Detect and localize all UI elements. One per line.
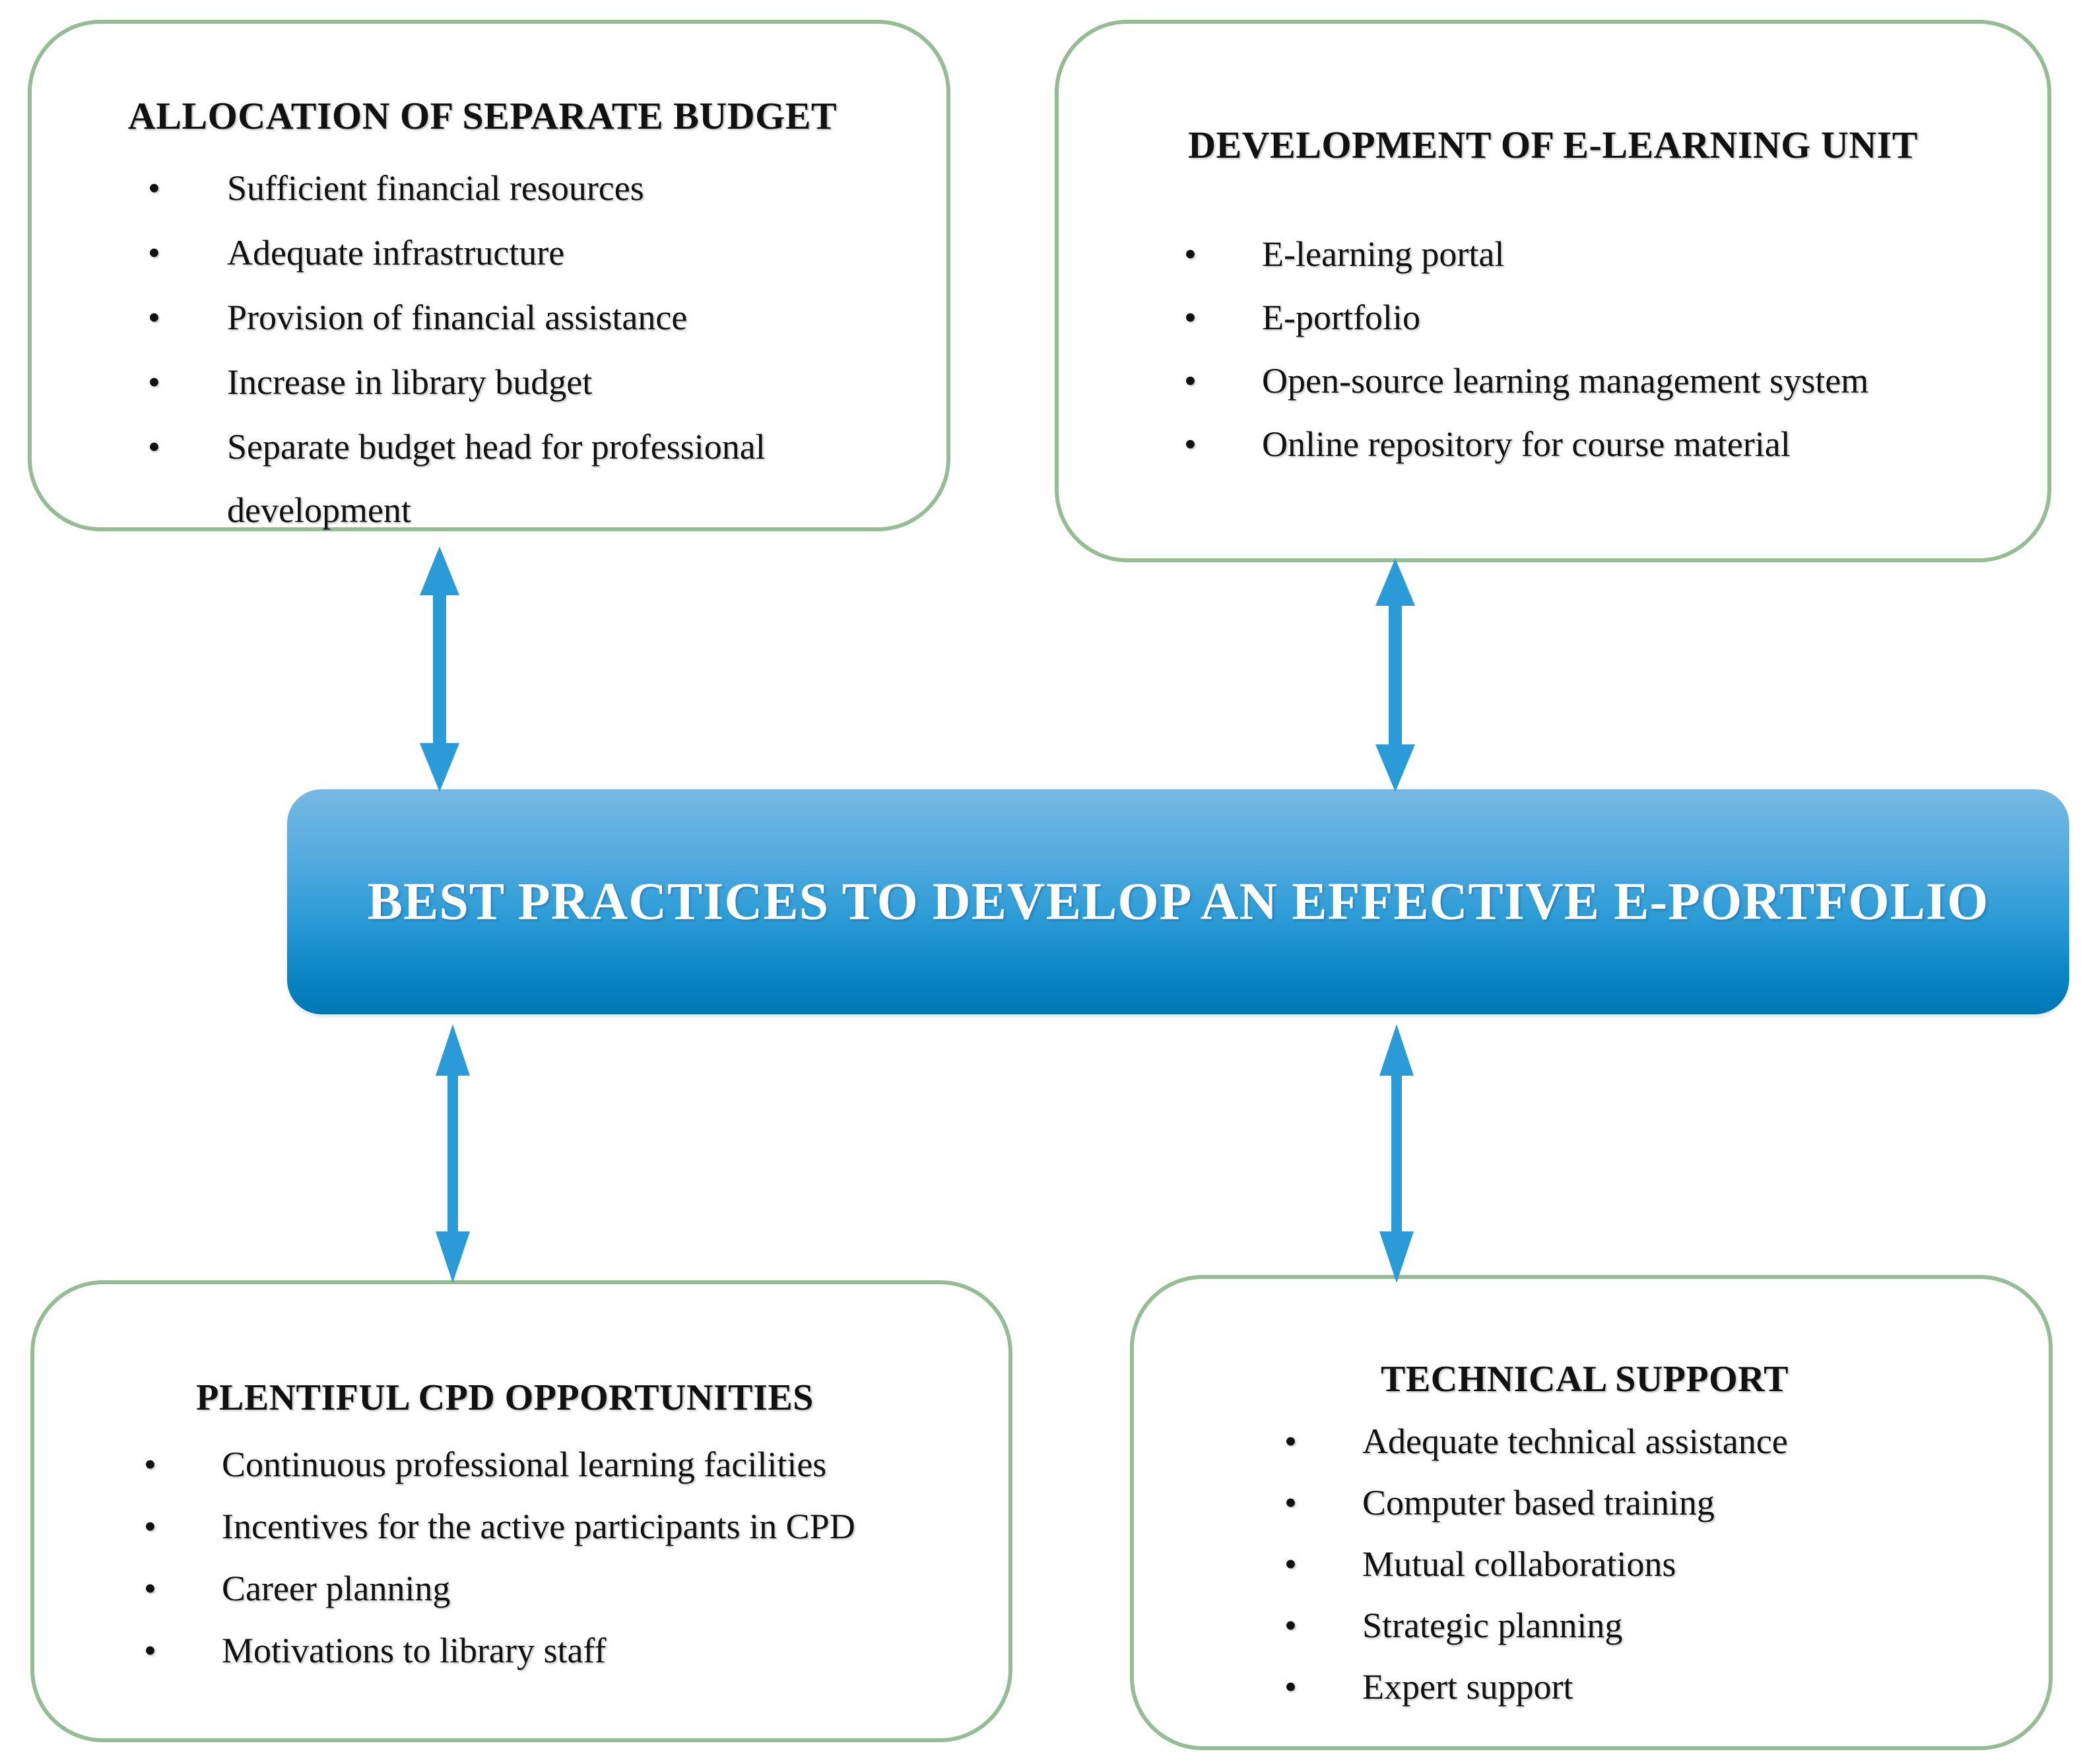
box-plentiful-cpd-opportunities: PLENTIFUL CPD OPPORTUNITIES • Continuous… — [30, 1280, 1012, 1742]
list-item: • Continuous professional learning facil… — [144, 1433, 989, 1495]
bullet-icon: • — [148, 233, 160, 273]
bullet-icon: • — [1284, 1421, 1297, 1461]
bullet-icon: • — [144, 1507, 156, 1546]
double-arrow-icon-elearning-to-center — [1375, 558, 1415, 792]
box-title-allocation-of-separate-budget: ALLOCATION OF SEPARATE BUDGET — [127, 94, 838, 137]
list-item: • Incentives for the active participants… — [144, 1495, 989, 1557]
list-item: • E-portfolio — [1184, 286, 2016, 349]
list-item-label: Career planning — [222, 1569, 451, 1608]
box-title-plentiful-cpd-opportunities: PLENTIFUL CPD OPPORTUNITIES — [196, 1377, 814, 1418]
list-item: • Online repository for course material — [1184, 412, 2016, 476]
bullet-icon: • — [1284, 1544, 1297, 1584]
list-item-label: Continuous professional learning facilit… — [222, 1445, 827, 1484]
double-arrow-icon-center-to-cpd — [436, 1024, 470, 1283]
bullet-icon: • — [1184, 298, 1197, 337]
bullet-list-plentiful-cpd-opportunities: • Continuous professional learning facil… — [144, 1433, 989, 1682]
list-item: • Strategic planning — [1284, 1595, 2010, 1656]
bullet-icon: • — [1184, 361, 1197, 401]
bullet-icon: • — [148, 362, 160, 402]
list-item: • Computer based training — [1284, 1472, 2010, 1534]
list-item-label: Mutual collaborations — [1362, 1544, 1676, 1584]
box-development-of-e-learning-unit: DEVELOPMENT OF E-LEARNING UNIT • E-learn… — [1055, 20, 2051, 562]
list-item: • Mutual collaborations — [1284, 1534, 2010, 1595]
list-item: • Open-source learning management system — [1184, 349, 2016, 412]
list-item-label: Strategic planning — [1362, 1606, 1623, 1645]
center-banner: BEST PRACTICES TO DEVELOP AN EFFECTIVE E… — [287, 789, 2069, 1014]
bullet-icon: • — [144, 1445, 156, 1484]
list-item: • Adequate infrastructure — [148, 221, 900, 284]
center-banner-title: BEST PRACTICES TO DEVELOP AN EFFECTIVE E… — [367, 872, 1989, 931]
bullet-list-development-of-e-learning-unit: • E-learning portal • E-portfolio • Open… — [1184, 222, 2016, 476]
double-arrow-icon-budget-to-center — [420, 546, 459, 792]
list-item-label: Adequate infrastructure — [227, 233, 565, 273]
list-item-label: Sufficient financial resources — [227, 168, 644, 208]
list-item: • Career planning — [144, 1557, 989, 1619]
bullet-icon: • — [148, 427, 160, 467]
list-item-label: E-learning portal — [1262, 234, 1505, 274]
list-item-label: Provision of financial assistance — [227, 298, 688, 337]
bullet-icon: • — [1184, 424, 1197, 464]
list-item: • Expert support — [1284, 1656, 2010, 1718]
bullet-list-technical-support: • Adequate technical assistance • Comput… — [1284, 1411, 2010, 1718]
double-arrow-icon-center-to-technical-support — [1379, 1024, 1414, 1283]
list-item-label: Computer based training — [1362, 1483, 1715, 1522]
bullet-list-allocation-of-separate-budget: • Sufficient financial resources • Adequ… — [148, 156, 900, 542]
box-title-technical-support: TECHNICAL SUPPORT — [1381, 1359, 1789, 1400]
list-item-label: Expert support — [1362, 1667, 1573, 1707]
bullet-icon: • — [144, 1631, 156, 1670]
list-item-label: Online repository for course material — [1262, 424, 1791, 464]
list-item-label: Open-source learning management system — [1262, 361, 1869, 401]
list-item-label: Increase in library budget — [227, 362, 593, 402]
list-item: • Motivations to library staff — [144, 1619, 989, 1682]
list-item-label: Incentives for the active participants i… — [222, 1507, 855, 1546]
box-allocation-of-separate-budget: ALLOCATION OF SEPARATE BUDGET • Sufficie… — [28, 20, 950, 531]
bullet-icon: • — [148, 298, 160, 337]
list-item: • Separate budget head for professional … — [148, 415, 900, 542]
bullet-icon: • — [148, 168, 160, 208]
list-item-label: E-portfolio — [1262, 298, 1420, 337]
bullet-icon: • — [144, 1569, 156, 1608]
bullet-icon: • — [1184, 234, 1197, 274]
list-item: • Increase in library budget — [148, 350, 900, 414]
bullet-icon: • — [1284, 1483, 1297, 1522]
list-item: • Provision of financial assistance — [148, 286, 900, 349]
list-item: • Adequate technical assistance — [1284, 1411, 2010, 1472]
box-technical-support: TECHNICAL SUPPORT • Adequate technical a… — [1130, 1275, 2053, 1750]
list-item-label: Motivations to library staff — [222, 1631, 607, 1670]
bullet-icon: • — [1284, 1606, 1297, 1645]
list-item: • Sufficient financial resources — [148, 156, 900, 220]
list-item-label: Adequate technical assistance — [1362, 1421, 1788, 1461]
bullet-icon: • — [1284, 1667, 1297, 1707]
list-item-label: Separate budget head for professional de… — [227, 427, 766, 530]
list-item: • E-learning portal — [1184, 222, 2016, 286]
box-title-development-of-e-learning-unit: DEVELOPMENT OF E-LEARNING UNIT — [1188, 123, 1918, 166]
